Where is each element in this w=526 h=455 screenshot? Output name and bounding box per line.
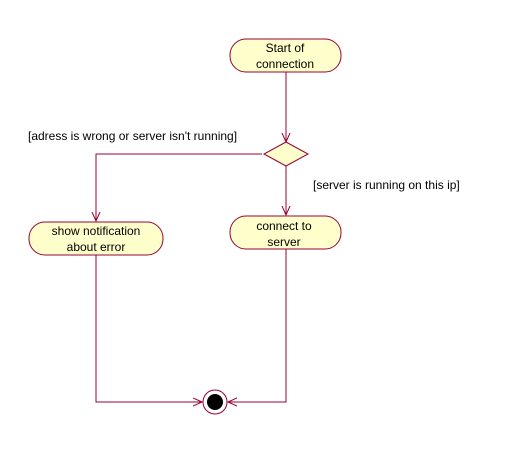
node-show-notification: show notification about error (28, 221, 164, 256)
node-connect-line1: connect to (256, 219, 312, 233)
node-show-error-line1: show notification (52, 224, 141, 238)
node-start-line1: Start of (266, 41, 305, 55)
guard-address-wrong: [adress is wrong or server isn't running… (28, 129, 237, 143)
guard-server-running: [server is running on this ip] (313, 178, 460, 192)
node-show-error-line2: about error (67, 240, 126, 254)
node-start-line2: connection (256, 57, 314, 71)
node-connect-line2: server (267, 235, 300, 249)
edge-connect-to-final (228, 249, 287, 402)
final-node (202, 389, 228, 415)
edge-show-error-to-final (95, 255, 202, 402)
node-start-of-connection: Start of connection (229, 38, 342, 73)
node-connect-to-server: connect to server (229, 215, 342, 250)
edge-decision-to-show-error (96, 153, 262, 221)
decision-diamond (262, 141, 310, 167)
